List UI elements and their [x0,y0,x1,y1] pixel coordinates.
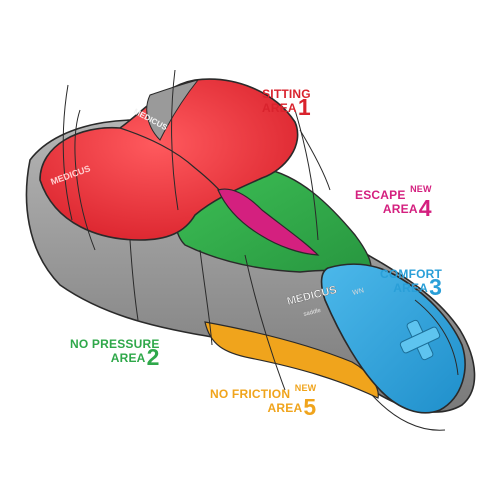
callout-comfort-line2-wrap: AREA3 [380,276,442,299]
callout-sitting-number: 1 [297,94,311,120]
callout-no-friction-area: NO FRICTION NEW AREA5 [210,382,317,419]
callout-sitting-area: SITTING AREA1 [262,87,311,119]
sitting-grey-insert [146,79,200,141]
callout-sitting-line2: AREA [262,101,297,115]
cross-emblem-icon [399,319,441,361]
sitting-area [39,78,299,241]
callout-no-pressure-line1: NO PRESSURE [70,337,160,351]
callout-no-pressure-line2-wrap: AREA2 [70,346,160,369]
side-logo-suffix: WN [352,287,365,297]
callout-no-friction-line2-wrap: AREA5 [210,396,317,419]
escape-channel [217,188,320,256]
callout-escape-area: ESCAPE NEW AREA4 [355,183,432,220]
callout-escape-line1-wrap: ESCAPE NEW [355,183,432,202]
comfort-nose [320,263,466,414]
callout-no-friction-line1-wrap: NO FRICTION NEW [210,382,316,401]
no-friction-strip [204,321,379,399]
callout-comfort-line2: AREA [393,281,429,295]
callout-no-pressure-number: 2 [146,344,160,370]
callout-no-friction-line1: NO FRICTION [210,387,291,401]
callout-sitting-line2-wrap: AREA1 [262,96,311,119]
callout-no-friction-number: 5 [303,394,317,420]
callout-escape-line2: AREA [382,202,418,216]
sketch-lines [62,69,459,431]
callout-no-friction-line2: AREA [267,401,303,415]
side-logo-tagline: saddle [303,308,322,318]
callout-comfort-line1: COMFORT [380,267,443,281]
callout-escape-number: 4 [418,195,432,221]
callout-escape-line2-wrap: AREA4 [355,197,432,220]
callout-no-friction-new-tag: NEW [294,383,317,393]
callout-sitting-line1: SITTING [262,87,311,101]
callout-no-pressure-area: NO PRESSURE AREA2 [70,337,160,369]
callout-escape-line1: ESCAPE [355,188,406,202]
callout-comfort-area: COMFORT AREA3 [380,267,443,299]
callout-no-pressure-line2: AREA [110,351,146,365]
callout-comfort-number: 3 [429,274,443,300]
callout-escape-new-tag: NEW [410,184,432,194]
